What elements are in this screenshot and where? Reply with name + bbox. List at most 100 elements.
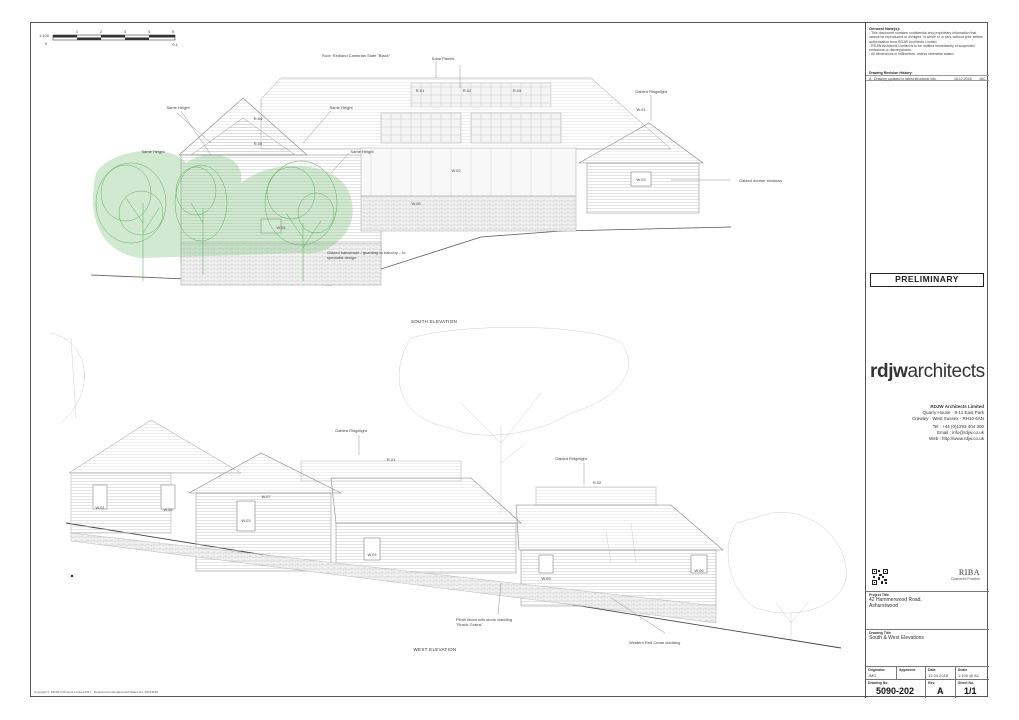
originator-heading: Originator (868, 668, 885, 672)
project-title-field: Project Title 42 Hammerwood Road, Ashurs… (866, 591, 989, 615)
address-line: Crawley · West Sussex · RH10 6AN (912, 415, 984, 421)
general-notes-heading: General Note(s): (869, 26, 901, 31)
riba-mark: RIBA Chartered Practice (951, 568, 980, 581)
drawing-title-field: Drawing Title South & West Elevations (866, 629, 989, 647)
window-ref: W.04 (276, 225, 286, 230)
south-elevation-title: SOUTH ELEVATION (410, 319, 458, 324)
title-block: General Note(s): - This document contain… (865, 23, 989, 698)
revision-cell: Rev. A (925, 680, 955, 698)
gabled-ridgelight-label: Gabled Ridgelight (635, 89, 667, 94)
gabled-ridgelight-label: Gabled Ridgelight (555, 456, 587, 461)
same-height-label: Same Height (141, 149, 165, 154)
scale-tick-label: 0.1 (172, 42, 178, 47)
sheet-cell: Sheet No. 1/1 (955, 680, 989, 698)
roof-ref: R.02 (592, 480, 602, 485)
scale-value: 1:100 @ A1 (958, 673, 979, 678)
scale-cell: Scale 1:100 @ A1 (955, 667, 989, 679)
riba-title: RIBA (958, 568, 980, 577)
drawing-number-cell: Drawing No. 5090-202 (866, 680, 925, 698)
revision-heading: Rev. (928, 681, 936, 685)
scale-tick-label: 2 (99, 29, 103, 34)
solar-panels-label: Solar Panels (431, 56, 455, 61)
roof-ref: R.04 (253, 116, 263, 121)
logo-light: architects (907, 361, 985, 382)
scale-heading: Scale (958, 668, 968, 672)
company-name: RDJW Architects Limited (930, 404, 984, 409)
status-stamp: PRELIMINARY (870, 273, 984, 287)
roof-note: Roof: Redland Cambrian Slate "Black" (322, 53, 390, 58)
sheet-heading: Sheet No. (958, 681, 975, 685)
originator-cell: Originator JMG (866, 667, 896, 679)
approved-heading: Approved (899, 668, 916, 672)
glazed-balustrade-label: Glazed balustrade / guarding to balcony … (327, 250, 406, 260)
same-height-label: Same Height (329, 105, 353, 110)
roof-ref: R.05 (253, 141, 263, 146)
scale-bar (52, 34, 176, 41)
drawing-number-row: Drawing No. 5090-202 Rev. A Sheet No. 1/… (866, 679, 989, 698)
window-ref: W.06 (694, 568, 704, 573)
roof-ref: R.02 (462, 88, 472, 93)
revision-history-heading: Drawing Revision History: (869, 71, 913, 75)
revision-row: A Drawing updated to latest structural i… (866, 75, 989, 81)
scale-tick-label: 3 (123, 29, 127, 34)
drawing-number: 5090-202 (876, 686, 915, 696)
originator-value: JMG (868, 673, 877, 678)
date-value: 12.04.2018 (928, 673, 949, 678)
copyright-text: Copyright © RDJW Architects Limited 2017… (34, 690, 158, 694)
date-cell: Date 12.04.2018 (925, 667, 955, 679)
address-line: Quarry House · 9-11 East Park (922, 409, 984, 415)
email: Email : info@rdjw.co.uk (937, 430, 984, 436)
scale-zero-label: 0 (45, 41, 48, 46)
company-logo: rdjwarchitects (870, 361, 986, 383)
scale-tick-label: 4 (147, 29, 151, 34)
website: Web : http://www.rdjw.co.uk (929, 435, 984, 441)
west-elevation-title: WEST ELEVATION (413, 647, 457, 652)
window-ref: W.04 (367, 552, 377, 557)
roof-ref: R.01 (386, 457, 396, 462)
revision-date: 18.12.2018 (954, 76, 972, 81)
revision-letter: A (869, 76, 872, 81)
note-line: - This document contains confidential an… (869, 31, 984, 44)
gabled-ridgelight-label: Gabled Ridgelight (335, 428, 367, 433)
approved-cell: Approved (896, 667, 925, 679)
note-line: - All dimensions in millimetres, unless … (869, 52, 955, 57)
date-heading: Date (928, 668, 936, 672)
window-ref: W.01 (95, 505, 105, 510)
window-ref: W.03 (636, 177, 646, 182)
qr-code-icon (872, 569, 888, 585)
general-notes: - This document contains confidential an… (869, 31, 987, 57)
sheet-value: 1/1 (964, 686, 977, 696)
scale-tick-label: 1 (75, 29, 79, 34)
window-ref: W.05 (411, 201, 421, 206)
revision-value: A (937, 686, 944, 696)
roof-ref: R.03 (512, 88, 522, 93)
project-title-line: Ashurstwood (869, 603, 898, 609)
window-ref: W.07 (261, 494, 271, 499)
south-elevation (90, 61, 732, 286)
scale-tick-label: 5 (171, 29, 175, 34)
logo-bold: rdjw (870, 361, 908, 382)
window-ref: W.05 (541, 576, 551, 581)
same-height-label: Same Height (166, 105, 190, 110)
note-line: - RDJW Architects Limited is to be notif… (869, 43, 975, 53)
drawing-sheet: 1:100 0 1 2 3 4 5 0.1 Roof: Redland Camb… (30, 22, 989, 698)
company-details: RDJW Architects Limited Quarry House · 9… (912, 404, 984, 442)
elevation-drawing (50, 34, 847, 649)
plinth-note: Plinth faced with stone cladding "Rustic… (456, 617, 513, 627)
window-ref: W.01 (636, 107, 646, 112)
project-title-heading: Project Title (869, 593, 889, 597)
drawing-title-heading: Drawing Title (869, 631, 891, 635)
revision-author: JAC (979, 76, 986, 81)
same-height-label: Same Height (350, 149, 374, 154)
drawing-area: 1:100 0 1 2 3 4 5 0.1 Roof: Redland Camb… (31, 23, 865, 698)
drawing-number-heading: Drawing No. (868, 681, 889, 685)
scale-ratio-label: 1:100 (39, 33, 50, 38)
drawing-title: South & West Elevations (869, 635, 924, 641)
project-title-line: 42 Hammerwood Road, (869, 597, 922, 603)
window-ref: W.02 (451, 168, 461, 173)
riba-subtitle: Chartered Practice (950, 577, 980, 581)
revision-description: Drawing updated to latest structural inf… (874, 76, 937, 81)
cedar-cladding-label: Western Red Cedar cladding (629, 640, 681, 645)
window-ref: W.03 (241, 518, 251, 523)
roof-ref: R.01 (415, 88, 425, 93)
